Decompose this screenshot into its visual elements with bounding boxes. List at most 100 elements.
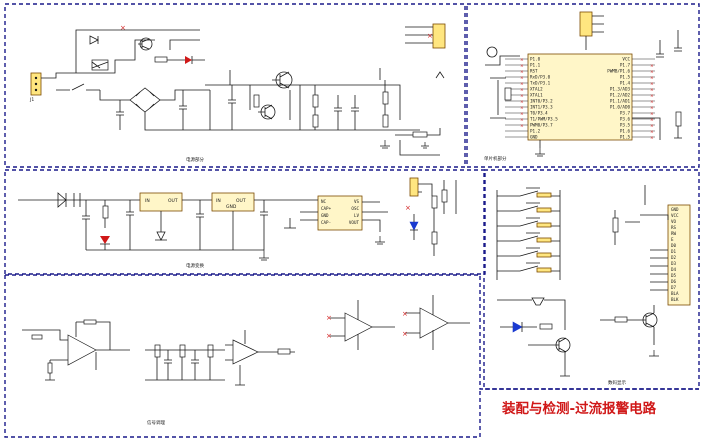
svg-text:×: × bbox=[650, 81, 654, 87]
svg-text:×: × bbox=[405, 204, 411, 212]
reg2-in-pin: IN bbox=[216, 198, 221, 204]
svg-text:×: × bbox=[520, 57, 524, 63]
svg-text:×: × bbox=[520, 105, 524, 111]
opamp-3 bbox=[344, 312, 373, 342]
svg-text:×: × bbox=[650, 99, 654, 105]
converter-pin: VOUT bbox=[349, 220, 360, 225]
frame-mcu bbox=[466, 3, 700, 168]
converter-pin: GND bbox=[321, 213, 329, 218]
mcu-pin-left: P1.1 bbox=[530, 63, 541, 68]
svg-text:×: × bbox=[650, 111, 654, 117]
lcd-pin: D1 bbox=[671, 249, 677, 254]
power-section: J1 bbox=[29, 23, 446, 163]
mcu-pin-left: GND bbox=[530, 135, 538, 140]
svg-text:×: × bbox=[520, 87, 524, 93]
lcd-header bbox=[667, 204, 691, 306]
reg1-in-pin: IN bbox=[145, 198, 150, 204]
lcd-pin: BLK bbox=[671, 297, 679, 302]
svg-text:×: × bbox=[326, 332, 332, 340]
svg-text:×: × bbox=[650, 63, 654, 69]
lcd-pin: VO bbox=[671, 219, 677, 224]
svg-text:×: × bbox=[520, 63, 524, 69]
svg-text:×: × bbox=[402, 330, 408, 338]
svg-text:×: × bbox=[427, 32, 433, 40]
mcu-pin-right: P1.5 bbox=[620, 135, 631, 140]
svg-text:×: × bbox=[520, 81, 524, 87]
svg-text:×: × bbox=[650, 87, 654, 93]
lcd-pin: RS bbox=[671, 225, 677, 230]
svg-text:×: × bbox=[520, 111, 524, 117]
lcd-pin: E bbox=[671, 237, 674, 242]
mcu-section: P1.0×P1.1×RST×RxD/P3.0×TxD/P3.1×XTAL2×XT… bbox=[484, 11, 682, 162]
svg-text:×: × bbox=[520, 69, 524, 75]
reg2-gnd-pin: GND bbox=[226, 204, 237, 210]
mcu-pin-left: XTAL2 bbox=[530, 87, 543, 92]
push-button bbox=[497, 247, 560, 257]
mcu-pin-right: PWMB/P1.6 bbox=[607, 69, 630, 74]
mcu-pin-left: P1.0 bbox=[530, 57, 541, 62]
lcd-pin: RW bbox=[671, 231, 677, 236]
push-button bbox=[497, 217, 560, 227]
push-button bbox=[497, 187, 560, 197]
lcd-pin: D7 bbox=[671, 285, 677, 290]
connector-mcu-power bbox=[579, 11, 593, 37]
lcd-pin: D4 bbox=[671, 267, 677, 272]
lcd-pin: D2 bbox=[671, 255, 677, 260]
push-button bbox=[497, 232, 560, 242]
converter-ic bbox=[317, 195, 363, 231]
converter-pin: CAP- bbox=[321, 220, 331, 225]
mcu-pin-right: P3.5 bbox=[620, 123, 631, 128]
svg-text:×: × bbox=[520, 75, 524, 81]
mcu-pin-left: T1/PWM/P3.5 bbox=[530, 117, 558, 122]
lcd-pin: BLA bbox=[671, 291, 679, 296]
diagram-title: 装配与检测-过流报警电路 bbox=[501, 400, 657, 417]
mcu-pin-left: TxD/P3.1 bbox=[530, 81, 551, 86]
mcu-pin-right: P1.5 bbox=[620, 75, 631, 80]
reg1-out-pin: OUT bbox=[168, 198, 178, 204]
mcu-pin-left: P1.2 bbox=[530, 129, 541, 134]
mcu-pin-right: P3.7 bbox=[620, 111, 631, 116]
svg-text:×: × bbox=[650, 117, 654, 123]
svg-text:×: × bbox=[650, 93, 654, 99]
opamp-2 bbox=[232, 339, 259, 365]
converter-pin: CAP+ bbox=[321, 206, 332, 211]
lcd-pin: D6 bbox=[671, 279, 677, 284]
svg-text:×: × bbox=[120, 24, 126, 32]
svg-text:×: × bbox=[650, 69, 654, 75]
mcu-pin-left: PWM0/P3.7 bbox=[530, 123, 553, 128]
reg2-out-pin: OUT bbox=[236, 198, 246, 204]
svg-text:×: × bbox=[520, 123, 524, 129]
connector-power-out bbox=[432, 23, 446, 49]
section-label-display: 数码显示 bbox=[608, 379, 626, 386]
frame-display bbox=[483, 169, 700, 390]
section-label-signal: 信号调理 bbox=[147, 419, 165, 426]
svg-text:×: × bbox=[520, 99, 524, 105]
lcd-pin: GND bbox=[671, 207, 679, 212]
svg-text:×: × bbox=[650, 123, 654, 129]
frame-signal bbox=[4, 274, 699, 438]
svg-text:×: × bbox=[402, 310, 408, 318]
converter-pin: VS bbox=[354, 199, 360, 204]
section-label-regulator: 电源变换 bbox=[186, 262, 204, 269]
section-label-power: 电源部分 bbox=[186, 156, 204, 163]
mcu-pin-left: INT1/P3.3 bbox=[530, 105, 553, 110]
mcu-pin-right: P1.4 bbox=[620, 81, 631, 86]
section-label-mcu: 单片机部分 bbox=[484, 155, 507, 162]
mcu-pin-right: P1.7 bbox=[620, 63, 631, 68]
mcu-pin-right: P3.6 bbox=[620, 117, 631, 122]
mcu-pin-right: P1.3/AD3 bbox=[610, 87, 631, 92]
frame-regulator bbox=[4, 169, 486, 275]
connector-j1-label: J1 bbox=[29, 97, 34, 103]
svg-text:×: × bbox=[650, 129, 654, 135]
svg-text:×: × bbox=[520, 117, 524, 123]
mcu-pin-left: RxD/P3.0 bbox=[530, 75, 551, 80]
mcu-chip bbox=[527, 53, 633, 141]
mcu-pin-right: P1.6 bbox=[620, 129, 631, 134]
mcu-pin-left: INT0/P3.2 bbox=[530, 99, 553, 104]
converter-pin: LV bbox=[354, 213, 360, 218]
svg-text:×: × bbox=[650, 105, 654, 111]
lcd-pin: D3 bbox=[671, 261, 677, 266]
push-button bbox=[497, 202, 560, 212]
